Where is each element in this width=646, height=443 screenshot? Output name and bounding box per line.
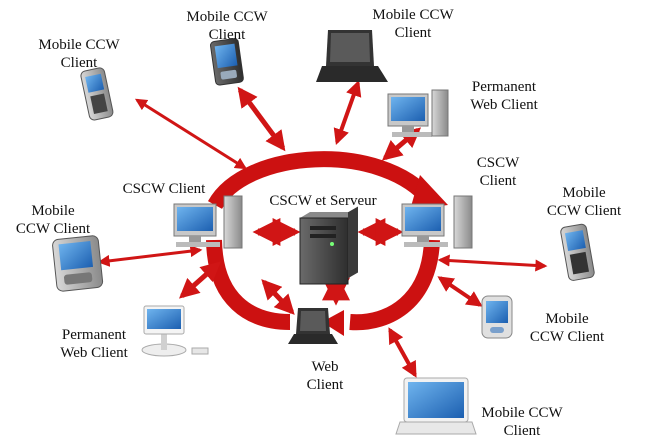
ibook-laptop-icon [395,377,477,435]
arrow-pocket-pc-right [437,276,483,307]
label-line2: Client [208,27,246,43]
label-line1: Mobile CCW [481,405,563,421]
desktop-computer-icon [401,195,473,249]
label-line2: Web Client [470,97,538,113]
handheld-device-icon [52,235,104,292]
label-line2: Client [394,25,432,41]
label-line1: Permanent [61,327,127,343]
arrow-mobile-tl [134,98,248,170]
connector-arrows [97,79,548,378]
label-line2: Client [503,423,541,439]
arrow-mobile-right [437,254,548,272]
label-line2: Web Client [60,345,128,361]
ring-arc-left [206,239,291,330]
label-mobile-left: Mobile CCW Client [8,202,98,238]
label-line2: Client [479,173,517,189]
label-line2: CCW Client [546,203,622,219]
label-mobile-tl: Mobile CCW Client [24,36,134,72]
pocket-pc-icon [481,295,513,339]
desktop-computer-icon [387,89,449,137]
arrow-laptop-bottom [388,327,417,378]
label-pda-top: Mobile CCW Client [172,8,282,44]
arrow-permanent-bl [179,261,221,299]
label-line2: Client [60,55,98,71]
label-line1: CSCW Client [122,181,206,197]
label-line1: Mobile CCW [186,9,268,25]
arrow-pda-top [237,86,286,152]
label-server: CSCW et Serveur [248,192,398,210]
label-cscw-left: CSCW Client [104,180,224,198]
label-line1: Mobile CCW [372,7,454,23]
label-line1: Mobile CCW [38,37,120,53]
ring-arc-upper [207,151,437,210]
ring-arc-lower [349,239,440,331]
label-pocket-pc-right: Mobile CCW Client [512,310,622,346]
arrow-web-bottom [261,279,295,315]
laptop-icon [288,308,338,344]
arrow-laptop-top [333,79,362,146]
label-laptop-bottom: Mobile CCW Client [466,404,578,440]
label-laptop-top: Mobile CCW Client [358,6,468,42]
central-ring [206,151,448,336]
label-mobile-right: Mobile CCW Client [532,184,636,220]
label-web-bottom: Web Client [290,358,360,394]
mobile-phone-icon [560,223,595,281]
label-line1: Web [311,359,339,375]
ring-arrowhead-bottom-right [322,310,344,336]
label-line1: Permanent [471,79,537,95]
label-line1: CSCW et Serveur [269,193,377,209]
label-line1: Mobile [562,185,606,201]
desktop-computer-icon [173,195,243,249]
label-permanent-bl: Permanent Web Client [46,326,142,362]
imac-computer-icon [141,305,209,357]
label-cscw-right: CSCW Client [462,154,534,190]
laptop-icon [316,30,388,82]
label-line2: Client [306,377,344,393]
label-line2: CCW Client [529,329,605,345]
ring-arrowhead-top-right [410,175,448,210]
label-line1: Mobile [545,311,589,327]
pda-icon [210,38,244,86]
label-line1: CSCW [476,155,520,171]
label-line2: CCW Client [15,221,91,237]
label-permanent-tr: Permanent Web Client [456,78,552,114]
server-tower-icon [299,206,358,285]
label-line1: Mobile [31,203,75,219]
mobile-phone-icon [80,67,114,121]
arrow-mobile-left [97,245,203,267]
